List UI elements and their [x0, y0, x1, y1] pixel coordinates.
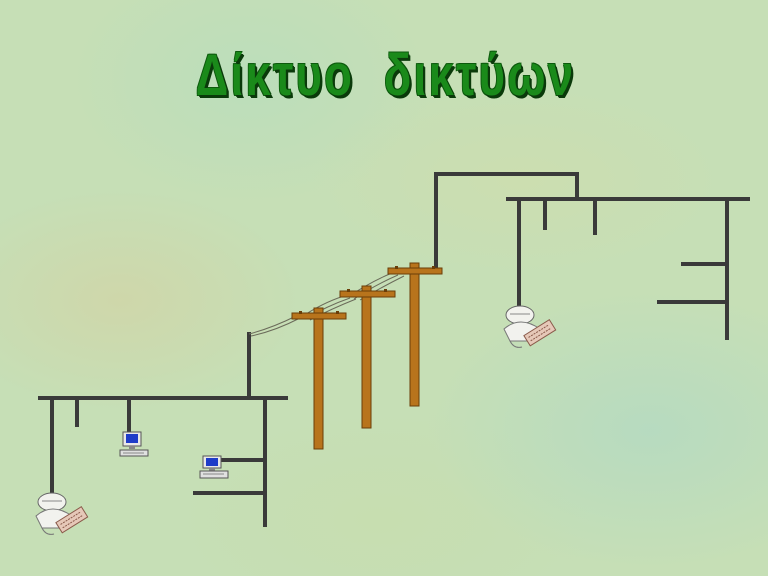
- computer-icon: [119, 431, 149, 457]
- dot-matrix-printer-icon: [503, 305, 557, 348]
- title-word-2: δικτύων: [383, 43, 576, 108]
- right-lan: [434, 172, 750, 340]
- utility-pole-2: [339, 285, 396, 429]
- right-lan-riser: [434, 172, 579, 270]
- dot-matrix-printer-icon: [35, 492, 89, 535]
- left-lan: [38, 332, 288, 527]
- utility-pole-3: [387, 262, 443, 407]
- utility-pole-1: [291, 307, 347, 450]
- overhead-wires: [248, 272, 405, 337]
- workstation-icon: [199, 455, 229, 479]
- page-title: Δίκτυο δικτύων: [81, 42, 658, 109]
- title-word-1: Δίκτυο: [195, 43, 355, 108]
